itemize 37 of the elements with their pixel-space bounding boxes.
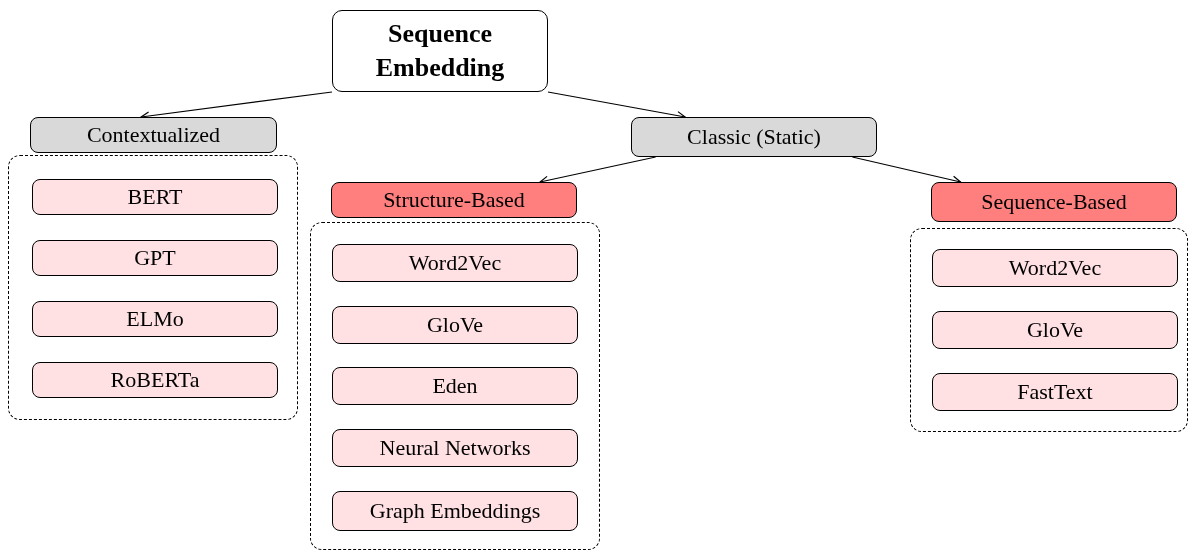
method-box bbox=[32, 362, 278, 398]
method-box bbox=[332, 367, 578, 405]
node-label: GPT bbox=[134, 245, 176, 271]
root-box bbox=[332, 10, 548, 92]
category-box bbox=[30, 117, 277, 153]
dashed-group-box bbox=[8, 155, 298, 420]
node-label: Structure-Based bbox=[383, 187, 525, 213]
node-label: Word2Vec bbox=[408, 250, 502, 276]
node-label: RoBERTa bbox=[110, 367, 200, 393]
method-box bbox=[32, 240, 278, 276]
node-label: FastText bbox=[1017, 379, 1093, 405]
node-label: Classic (Static) bbox=[687, 124, 821, 150]
method-box bbox=[332, 429, 578, 467]
node-label: GloVe bbox=[1026, 317, 1084, 343]
method-box bbox=[332, 491, 578, 531]
node-label: Sequence-Based bbox=[981, 189, 1127, 215]
node-label: Eden bbox=[432, 373, 478, 399]
method-box bbox=[32, 301, 278, 337]
node-label: ELMo bbox=[126, 306, 184, 332]
dashed-group-box bbox=[310, 222, 600, 550]
node-label: Contextualized bbox=[86, 122, 221, 148]
node-label: GloVe bbox=[426, 312, 484, 338]
category-box bbox=[631, 117, 877, 157]
dashed-group-box bbox=[910, 228, 1188, 432]
method-box bbox=[932, 311, 1178, 349]
subcategory-box bbox=[931, 182, 1177, 222]
method-box bbox=[932, 249, 1178, 287]
subcategory-box bbox=[331, 182, 577, 218]
method-box bbox=[32, 179, 278, 215]
node-label: Neural Networks bbox=[379, 435, 531, 461]
method-box bbox=[932, 373, 1178, 411]
node-label: Sequence Embedding bbox=[374, 18, 506, 84]
node-label: Graph Embeddings bbox=[369, 498, 541, 524]
node-label: Word2Vec bbox=[1008, 255, 1102, 281]
method-box bbox=[332, 306, 578, 344]
method-box bbox=[332, 244, 578, 282]
node-label: BERT bbox=[127, 184, 183, 210]
